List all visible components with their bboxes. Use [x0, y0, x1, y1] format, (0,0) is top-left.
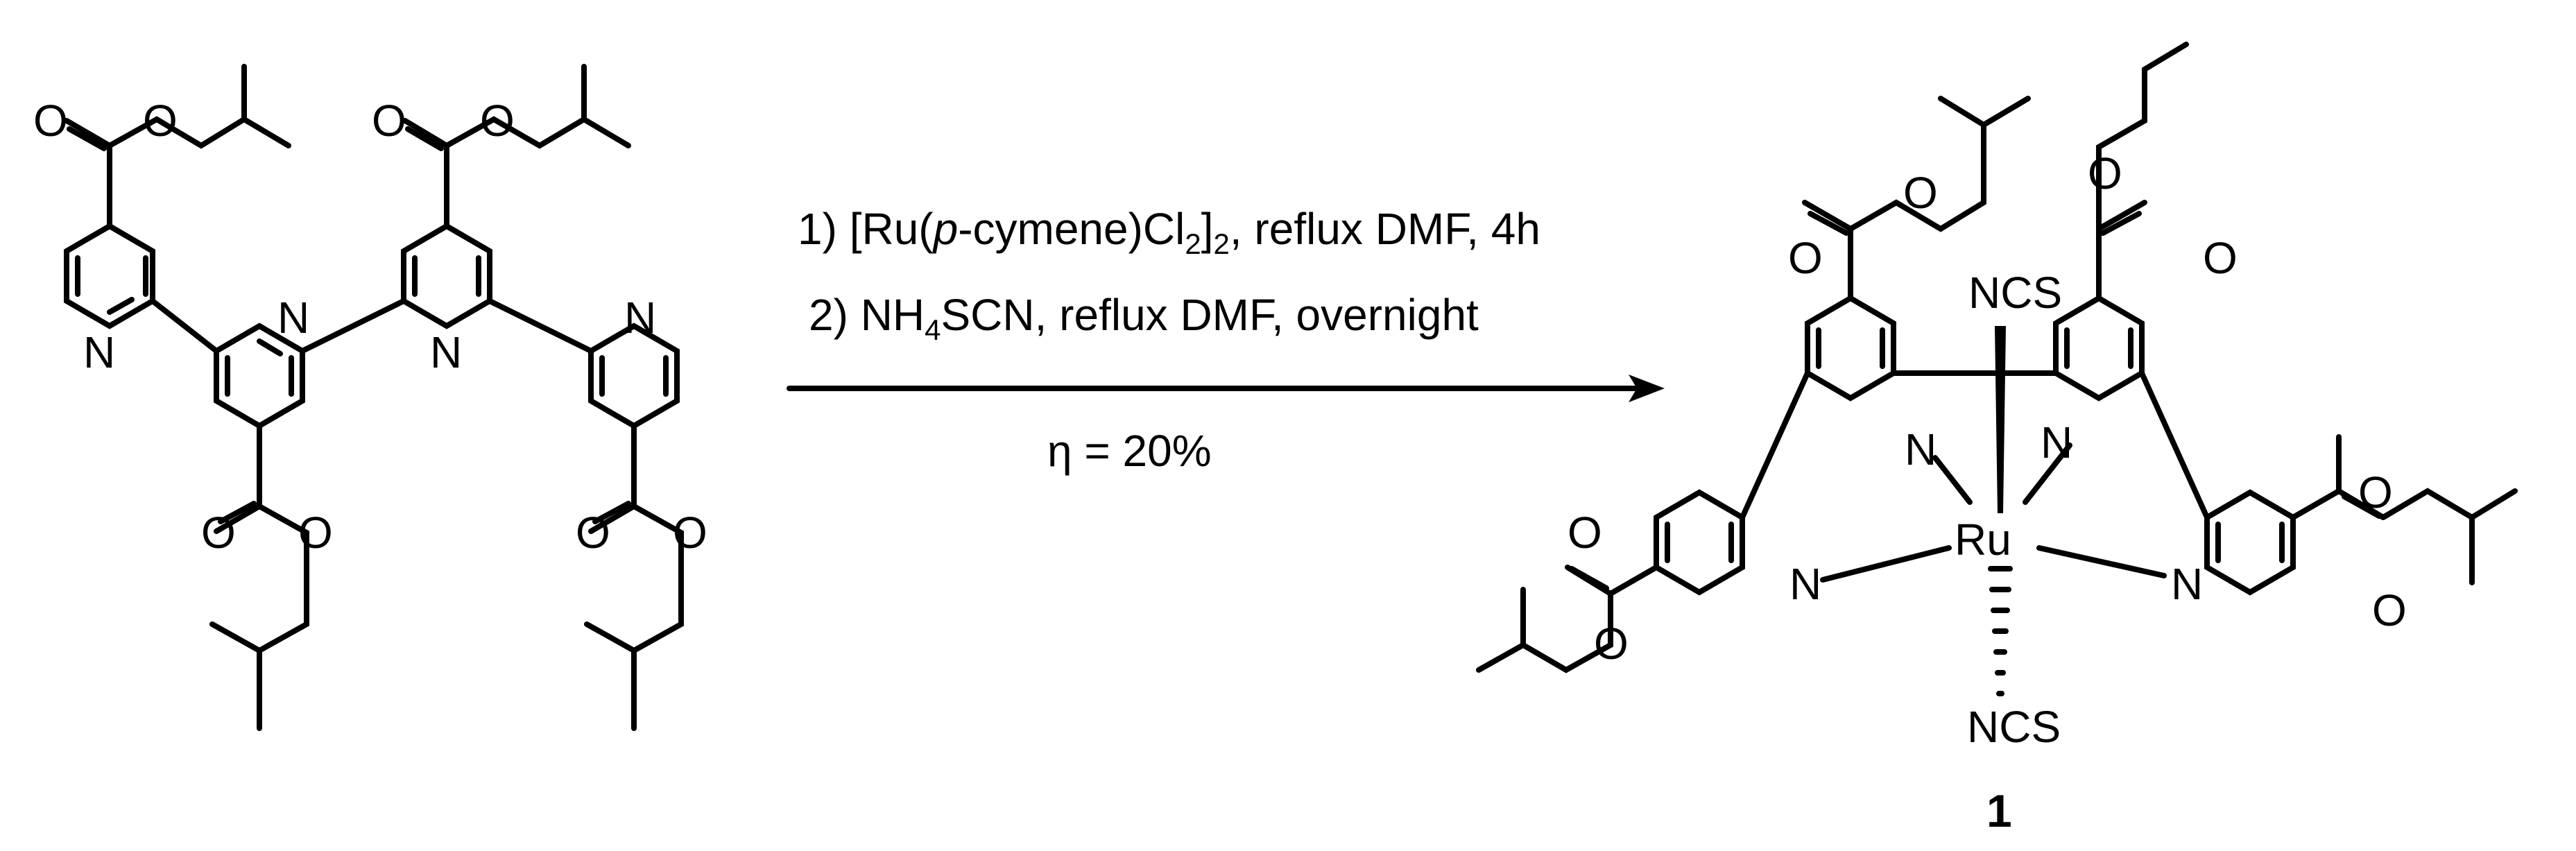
atom-o-p2: O [1903, 168, 1938, 218]
atom-o-p4: O [2203, 233, 2238, 283]
atom-n-p1: N [1905, 424, 1937, 474]
atom-n-sm2: N [277, 293, 309, 343]
atom-o-sm1: O [33, 96, 68, 146]
atom-o-sm8: O [673, 508, 707, 558]
product-complex: O O O O NCS N N Ru N N O O O O NCS 1 [1476, 42, 2518, 836]
atom-o-p7: O [2358, 467, 2393, 517]
atom-n-p4: N [2171, 559, 2203, 609]
atom-ru: Ru [1955, 515, 2011, 565]
atom-n-sm4: N [624, 293, 656, 343]
atom-o-p5: O [1568, 508, 1602, 558]
atom-n-sm3: N [430, 327, 462, 377]
atom-o-p1: O [1788, 233, 1823, 283]
wedge-bond [1995, 326, 2006, 513]
reaction-conditions: 1) [Ru(p-cymene)Cl2]2, reflux DMF, 4h 2)… [787, 204, 1665, 476]
atom-n-sm1: N [83, 327, 115, 377]
yield-text: η = 20% [1047, 426, 1212, 476]
atom-o-sm5: O [201, 508, 236, 558]
atom-o-p6: O [1594, 619, 1629, 669]
ncs-top: NCS [1968, 268, 2062, 318]
atom-o-sm7: O [576, 508, 610, 558]
atom-o-sm4: O [480, 96, 515, 146]
ncs-bottom: NCS [1967, 702, 2061, 752]
condition-step-1: 1) [Ru(p-cymene)Cl2]2, reflux DMF, 4h [798, 204, 1540, 260]
atom-n-p3: N [1789, 559, 1821, 609]
atom-o-sm6: O [298, 508, 333, 558]
atom-o-sm2: O [143, 96, 178, 146]
atom-o-sm3: O [372, 96, 406, 146]
atom-o-p3: O [2088, 148, 2122, 198]
arrow-head [1629, 375, 1665, 402]
starting-material: O O O O N N N N O O O O [33, 64, 707, 731]
atom-n-p2: N [2041, 418, 2072, 467]
compound-label: 1 [1986, 785, 2012, 836]
atom-o-p8: O [2372, 585, 2407, 635]
condition-step-2: 2) NH4SCN, reflux DMF, overnight [809, 290, 1479, 346]
